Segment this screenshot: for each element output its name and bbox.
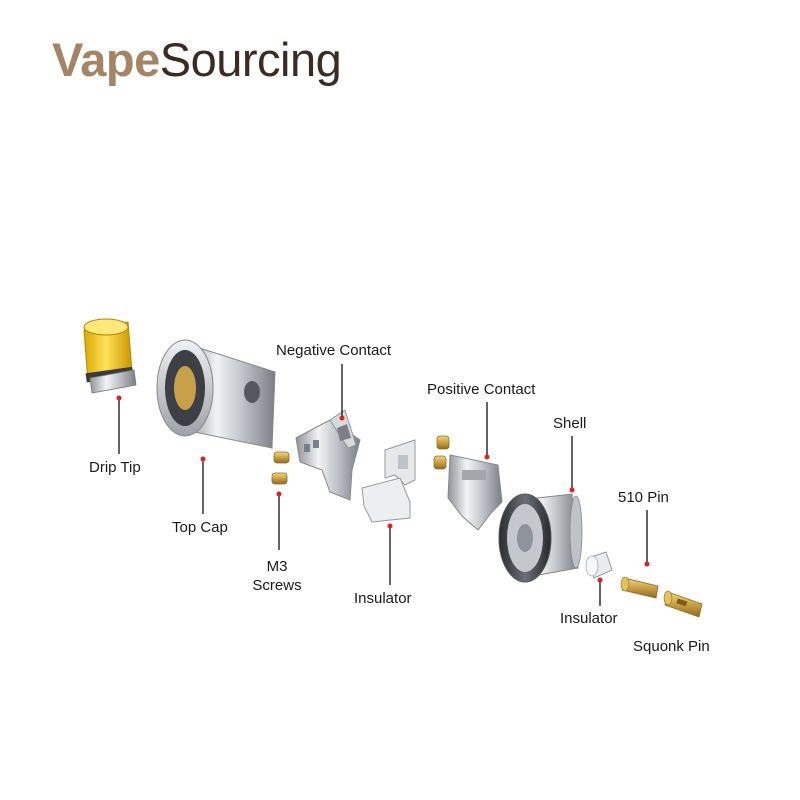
- marker-m3-screws: [276, 491, 282, 497]
- marker-insulator-2: [597, 577, 603, 583]
- top-cap-part: [156, 339, 276, 449]
- label-m3-screws: M3 Screws: [242, 557, 312, 595]
- marker-insulator-1: [387, 523, 393, 529]
- marker-dots: [116, 395, 650, 583]
- label-negative-contact: Negative Contact: [276, 342, 392, 359]
- marker-positive-contact: [484, 454, 490, 460]
- marker-510-pin: [644, 561, 650, 567]
- label-m3-screws-line1: M3: [266, 558, 288, 575]
- m3-screws-part: [271, 451, 290, 485]
- label-510-pin: 510 Pin: [618, 489, 669, 506]
- logo-sourcing: Sourcing: [159, 33, 342, 86]
- insulator-1-part: [361, 439, 416, 523]
- negative-contact-part: [295, 409, 361, 501]
- leader-lines: [118, 364, 648, 606]
- drip-tip-part: [83, 318, 137, 394]
- marker-top-cap: [200, 456, 206, 462]
- label-positive-contact: Positive Contact: [427, 381, 536, 398]
- positive-contact-part: [433, 435, 503, 531]
- marker-drip-tip: [116, 395, 122, 401]
- marker-negative-contact: [339, 415, 345, 421]
- logo-vape: Vape: [52, 33, 160, 86]
- label-squonk-pin: Squonk Pin: [633, 638, 710, 655]
- label-shell: Shell: [553, 415, 587, 432]
- label-drip-tip: Drip Tip: [89, 459, 141, 476]
- marker-shell: [569, 487, 575, 493]
- label-top-cap: Top Cap: [172, 519, 228, 536]
- pin-510-part: [620, 576, 659, 599]
- vapesourcing-logo: VapeSourcing: [52, 33, 342, 86]
- label-insulator-2: Insulator: [560, 610, 618, 627]
- label-m3-screws-line2: Screws: [252, 577, 302, 594]
- squonk-pin-part: [663, 590, 703, 618]
- insulator-2-part: [585, 551, 613, 579]
- label-insulator-1: Insulator: [354, 590, 412, 607]
- shell-part: [498, 493, 583, 583]
